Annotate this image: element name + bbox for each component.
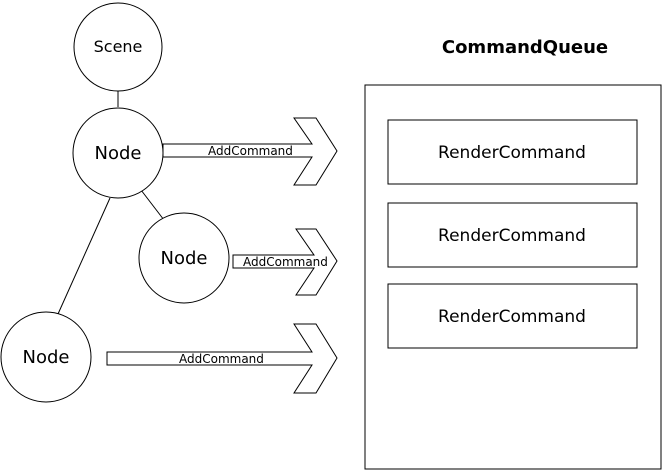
node-3: Node <box>0 311 92 403</box>
render-command-3-label: RenderCommand <box>438 307 586 327</box>
add-command-label-1: AddCommand <box>208 144 293 158</box>
add-command-arrow-1: AddCommand <box>162 117 338 186</box>
command-queue-title: CommandQueue <box>442 37 608 58</box>
add-command-label-3: AddCommand <box>179 352 264 366</box>
add-command-arrow-2: AddCommand <box>232 228 338 296</box>
node-1: Node <box>72 107 164 199</box>
node-3-label: Node <box>23 347 70 368</box>
render-command-3: RenderCommand <box>387 283 638 349</box>
add-command-arrow-3: AddCommand <box>106 323 338 394</box>
render-command-2-label: RenderCommand <box>438 226 586 246</box>
edge-node1-node2 <box>140 189 165 221</box>
node-1-label: Node <box>95 143 142 164</box>
render-command-1-label: RenderCommand <box>438 143 586 163</box>
node-2: Node <box>138 212 230 304</box>
add-command-label-2: AddCommand <box>243 255 328 269</box>
scene-node: Scene <box>73 2 163 92</box>
render-command-1: RenderCommand <box>387 119 638 185</box>
render-command-2: RenderCommand <box>387 202 638 268</box>
edge-node1-node3 <box>57 197 111 315</box>
scene-label: Scene <box>94 37 143 56</box>
node-2-label: Node <box>161 248 208 269</box>
